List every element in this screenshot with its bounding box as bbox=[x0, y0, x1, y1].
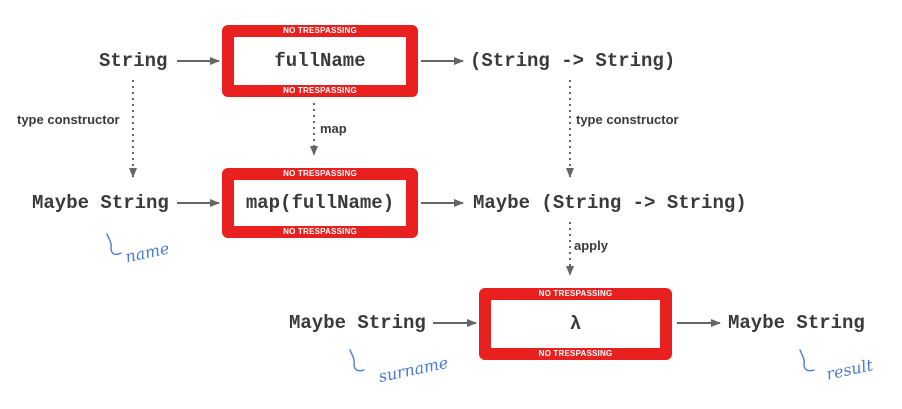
map-fullname-box: NO TRESPASSING map(fullName) NO TRESPASS… bbox=[222, 168, 418, 238]
fullname-box: NO TRESPASSING fullName NO TRESPASSING bbox=[222, 25, 418, 97]
row3-output-type: Maybe String bbox=[728, 312, 865, 334]
surname-hook-icon bbox=[349, 349, 365, 372]
warning-label-top: NO TRESPASSING bbox=[538, 289, 613, 298]
lambda-box-label: λ bbox=[569, 313, 582, 335]
row2-output-type: Maybe (String -> String) bbox=[473, 192, 747, 214]
row2-input-type: Maybe String bbox=[32, 192, 169, 214]
row3-input-type: Maybe String bbox=[289, 312, 426, 334]
fullname-box-label: fullName bbox=[274, 50, 366, 72]
edge-label-type-constructor-right: type constructor bbox=[576, 112, 679, 127]
edge-label-apply: apply bbox=[574, 238, 608, 253]
map-fullname-box-label: map(fullName) bbox=[245, 192, 395, 214]
warning-label-bottom: NO TRESPASSING bbox=[283, 86, 357, 95]
lambda-box: NO TRESPASSING λ NO TRESPASSING bbox=[479, 288, 672, 360]
edge-label-type-constructor-left: type constructor bbox=[17, 112, 120, 127]
row1-output-type: (String -> String) bbox=[470, 50, 676, 72]
result-hook-icon bbox=[799, 349, 815, 372]
name-hook-icon bbox=[106, 233, 122, 256]
edge-label-map: map bbox=[320, 121, 347, 136]
warning-label-bottom: NO TRESPASSING bbox=[538, 349, 613, 358]
warning-label-top: NO TRESPASSING bbox=[283, 26, 357, 35]
row1-input-type: String bbox=[99, 50, 168, 72]
warning-label-top: NO TRESPASSING bbox=[283, 169, 357, 178]
warning-label-bottom: NO TRESPASSING bbox=[283, 227, 357, 236]
